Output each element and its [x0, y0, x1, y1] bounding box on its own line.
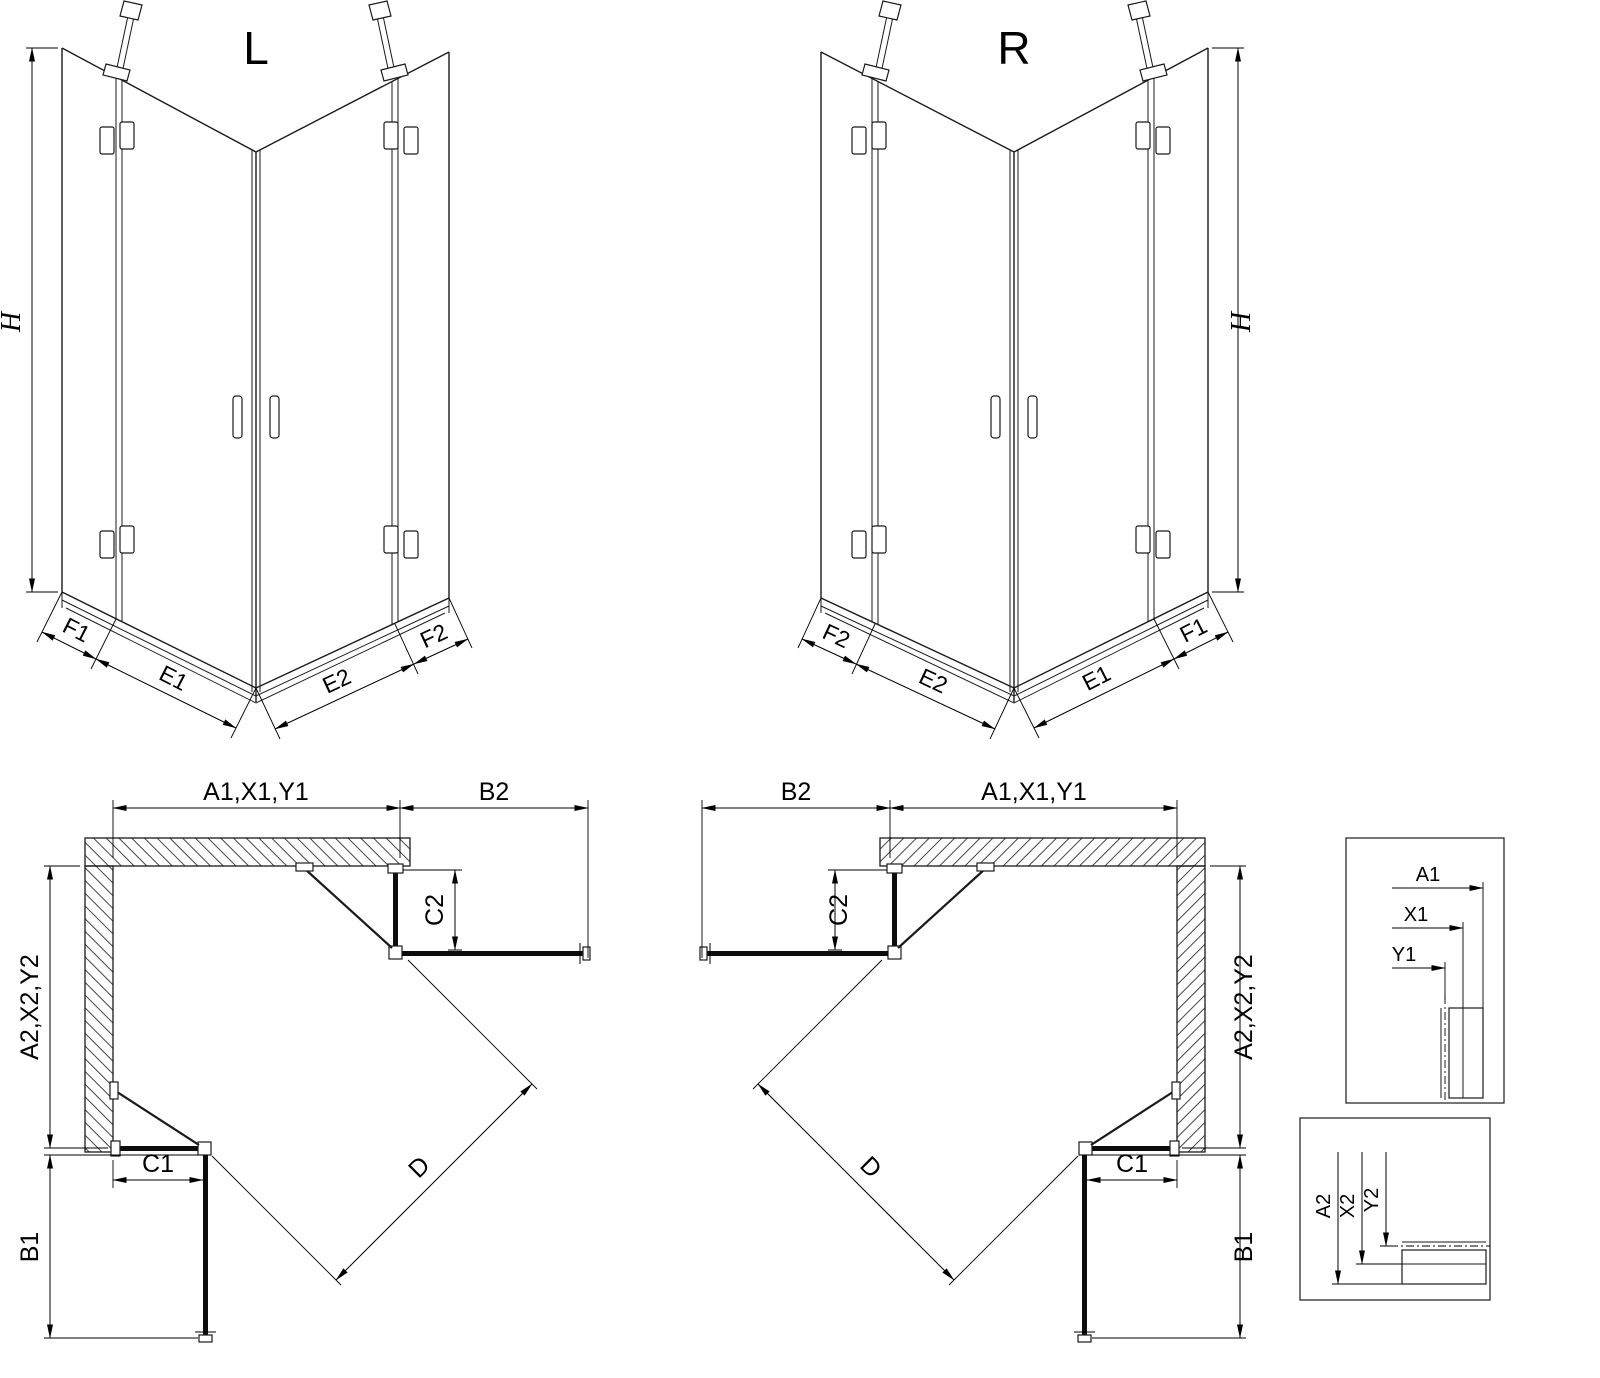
wall-profile-section	[1448, 1007, 1484, 1099]
dimension-label-height-right: H	[1226, 310, 1257, 333]
plan-left-view: A1,X1,Y1 B2 C2 A2,X2,Y2 C1 B1 D	[16, 778, 590, 1342]
dimension-label-e2-left: E2	[318, 663, 354, 698]
dimension-label-b1-plan-right: B1	[1230, 1232, 1258, 1263]
dimension-label-a1-plan-left: A1,X1,Y1	[203, 778, 309, 806]
dimension-label-c1-plan-right: C1	[1116, 1150, 1148, 1178]
dimension-label-a2-plan-left: A2,X2,Y2	[16, 954, 44, 1060]
dimension-label-f1-right: F1	[1176, 612, 1212, 647]
detail-depth-frame	[1299, 1117, 1491, 1301]
wall-profile-section-rotated	[1401, 1249, 1487, 1285]
dimension-label-a2-plan-right: A2,X2,Y2	[1230, 954, 1258, 1060]
dimension-label-c1-plan-left: C1	[142, 1150, 174, 1178]
plan-art-right	[700, 800, 1246, 1342]
detail-label-a2: A2	[1313, 1194, 1335, 1218]
dimension-label-a1-plan-right: A1,X1,Y1	[981, 778, 1087, 806]
detail-label-y2: Y2	[1361, 1188, 1383, 1212]
detail-width-view: A1 X1 Y1	[1345, 837, 1505, 1104]
dimension-label-c2-plan-right: C2	[825, 894, 853, 926]
plan-right-view: B2 A1,X1,Y1 C2 A2,X2,Y2 C1 B1 D	[700, 778, 1258, 1342]
detail-width-frame	[1345, 837, 1505, 1104]
detail-depth-view: A2 X2 Y2	[1299, 1117, 1491, 1301]
dimension-label-b2-plan-left: B2	[479, 778, 510, 806]
config-label-left: L	[243, 22, 269, 74]
detail-label-a1: A1	[1416, 864, 1440, 886]
detail-label-x2: X2	[1337, 1194, 1359, 1218]
perspective-right-view: R H F2 E2 E1 F1	[798, 1, 1257, 739]
config-label-right: R	[997, 22, 1030, 74]
dimension-label-c2-plan-left: C2	[421, 894, 449, 926]
plan-art-left	[44, 800, 590, 1342]
dimension-label-f2-left: F2	[416, 618, 451, 653]
detail-label-y1: Y1	[1392, 944, 1416, 966]
enclosure-art-left	[26, 1, 472, 739]
dimension-label-f2-right: F2	[819, 618, 854, 653]
dimension-label-b2-plan-right: B2	[781, 778, 812, 806]
dimension-label-height-left: H	[0, 310, 27, 333]
perspective-left-view: L H F1 E1 E2 F2	[0, 1, 472, 739]
dimension-label-b1-plan-left: B1	[16, 1232, 44, 1263]
detail-label-x1: X1	[1404, 904, 1428, 926]
dimension-label-d-plan-right: D	[854, 1151, 887, 1184]
dimension-label-f1-left: F1	[59, 612, 95, 647]
dimension-label-d-plan-left: D	[403, 1151, 436, 1184]
dimension-label-e2-right: E2	[915, 663, 951, 698]
